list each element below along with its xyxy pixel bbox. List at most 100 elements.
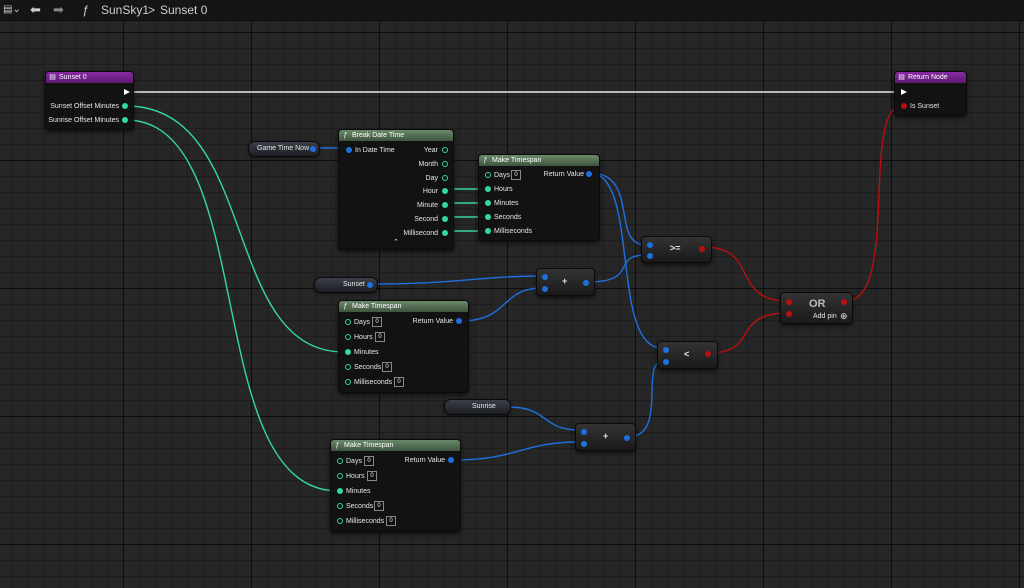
seconds-pin[interactable] (485, 214, 491, 220)
return-value-pin[interactable] (448, 457, 454, 463)
seconds-input[interactable]: 0 (374, 501, 384, 511)
game-time-out-pin[interactable] (310, 146, 316, 152)
milliseconds-input[interactable]: 0 (394, 377, 404, 387)
breadcrumb-function[interactable]: Sunset 0 (160, 3, 208, 17)
month-label: Month (418, 161, 438, 168)
entry-node[interactable]: ▤Sunset 0 Sunset Offset Minutes Sunrise … (45, 71, 134, 130)
less-than-node[interactable]: < (657, 341, 718, 369)
lt-in-a-pin[interactable] (663, 347, 669, 353)
hours-pin[interactable] (485, 186, 491, 192)
sunset-variable-node[interactable]: Sunset (314, 277, 378, 293)
days-label: Days (494, 172, 510, 179)
milliseconds-pin[interactable] (345, 379, 351, 385)
minute-pin[interactable] (442, 202, 448, 208)
game-time-now-label: Game Time Now (257, 145, 310, 152)
add2-in-b-pin[interactable] (581, 441, 587, 447)
return-value-label: Return Value (404, 457, 445, 464)
or-node[interactable]: OR Add pin ⊕ (780, 292, 853, 324)
days-pin[interactable] (345, 319, 351, 325)
seconds-pin[interactable] (345, 364, 351, 370)
return-node-header: ▤Return Node (895, 72, 966, 83)
in-date-time-pin[interactable] (346, 147, 352, 153)
gte-in-b-pin[interactable] (647, 253, 653, 259)
exec-in-pin[interactable] (901, 89, 907, 95)
graph-canvas[interactable] (0, 21, 1024, 588)
hour-pin[interactable] (442, 188, 448, 194)
add-node-1[interactable]: + (536, 268, 595, 296)
second-pin[interactable] (442, 216, 448, 222)
is-sunset-pin[interactable] (901, 103, 907, 109)
year-pin[interactable] (442, 147, 448, 153)
is-sunset-label: Is Sunset (910, 103, 940, 110)
return-node-title: Return Node (908, 74, 948, 81)
days-input[interactable]: 0 (511, 170, 521, 180)
seconds-label: Seconds (494, 214, 522, 221)
add1-in-b-pin[interactable] (542, 286, 548, 292)
minutes-pin[interactable] (337, 488, 343, 494)
millisecond-label: Millisecond (403, 230, 438, 237)
expand-chevron-icon[interactable]: ⌃ (393, 239, 399, 246)
return-value-pin[interactable] (456, 318, 462, 324)
lt-in-b-pin[interactable] (663, 359, 669, 365)
hours-pin[interactable] (345, 334, 351, 340)
hours-input[interactable]: 0 (375, 332, 385, 342)
minutes-pin[interactable] (345, 349, 351, 355)
milliseconds-input[interactable]: 0 (386, 516, 396, 526)
days-input[interactable]: 0 (364, 456, 374, 466)
sunrise-offset-pin[interactable] (122, 117, 128, 123)
month-pin[interactable] (442, 161, 448, 167)
greater-equal-node[interactable]: >= (641, 236, 712, 263)
millisecond-pin[interactable] (442, 230, 448, 236)
add-node-2[interactable]: + (575, 423, 636, 451)
or-out-pin[interactable] (841, 299, 847, 305)
or-in-b-pin[interactable] (786, 311, 792, 317)
in-date-time-label: In Date Time (355, 147, 395, 154)
milliseconds-pin[interactable] (485, 228, 491, 234)
add1-in-a-pin[interactable] (542, 274, 548, 280)
return-value-pin[interactable] (586, 171, 592, 177)
days-input[interactable]: 0 (372, 317, 382, 327)
add-pin-icon[interactable]: ⊕ (840, 311, 848, 321)
day-pin[interactable] (442, 175, 448, 181)
add2-out-pin[interactable] (624, 435, 630, 441)
seconds-input[interactable]: 0 (382, 362, 392, 372)
return-value-label: Return Value (412, 318, 453, 325)
sunset-offset-pin[interactable] (122, 103, 128, 109)
days-pin[interactable] (485, 172, 491, 178)
hours-pin[interactable] (337, 473, 343, 479)
add-pin-label[interactable]: Add pin (813, 313, 837, 320)
add2-in-a-pin[interactable] (581, 429, 587, 435)
back-arrow-icon[interactable]: ⬅ (30, 2, 41, 17)
sunset-out-pin[interactable] (367, 282, 373, 288)
lt-out-pin[interactable] (705, 351, 711, 357)
forward-arrow-icon[interactable]: ➡ (53, 2, 64, 17)
days-pin[interactable] (337, 458, 343, 464)
minutes-pin[interactable] (485, 200, 491, 206)
gte-out-pin[interactable] (699, 246, 705, 252)
hours-input[interactable]: 0 (367, 471, 377, 481)
return-node-icon: ▤ (898, 74, 905, 81)
add1-out-pin[interactable] (583, 280, 589, 286)
or-in-a-pin[interactable] (786, 299, 792, 305)
milliseconds-pin[interactable] (337, 518, 343, 524)
exec-out-pin[interactable] (124, 89, 130, 95)
game-time-now-node[interactable]: Game Time Now (248, 141, 320, 157)
milliseconds-label: Milliseconds (494, 228, 533, 235)
return-node[interactable]: ▤Return Node Is Sunset (894, 71, 967, 116)
breadcrumb-blueprint[interactable]: SunSky1 (101, 3, 150, 17)
blueprint-icon[interactable]: ▤⌄ (3, 4, 21, 15)
hours-label: Hours (354, 334, 373, 341)
sunrise-variable-node[interactable]: Sunrise (444, 399, 511, 415)
pure-function-icon: ƒ (483, 157, 488, 164)
gte-in-a-pin[interactable] (647, 242, 653, 248)
gte-symbol: >= (670, 243, 681, 253)
minutes-label: Minutes (494, 200, 519, 207)
seconds-pin[interactable] (337, 503, 343, 509)
toolbar: ▤⌄ ⬅ ➡ ƒ SunSky1 > Sunset 0 (0, 0, 1024, 21)
